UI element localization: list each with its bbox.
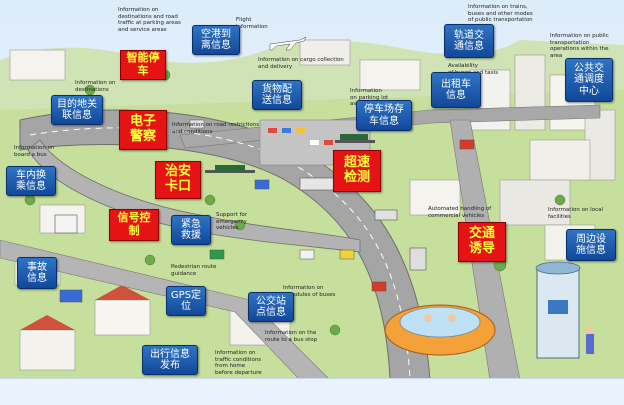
label-surrounding-facility-info: 周边设 施信息	[566, 229, 616, 261]
label-travel-info-release: 出行信息 发布	[142, 345, 198, 375]
note-on-board-bus: Information on board a bus	[14, 145, 55, 158]
label-bus-stop-info: 公交站 点信息	[248, 292, 294, 322]
label-emergency-rescue-text: 紧急 救援	[181, 218, 201, 242]
label-rail-transit-info-text: 轨道交 通信息	[454, 29, 484, 53]
label-taxi-info-text: 出租车 信息	[441, 78, 471, 102]
label-signal-control: 信号控 制	[109, 209, 159, 241]
label-airport-info: 空港到 离信息	[192, 25, 240, 55]
futuristic-car	[384, 304, 496, 356]
label-destination-info: 目的地关 联信息	[51, 95, 103, 125]
label-in-vehicle-transfer-info: 车内换 乘信息	[6, 166, 56, 196]
label-emergency-rescue: 紧急 救援	[171, 215, 211, 245]
label-accident-info-text: 事故 信息	[27, 261, 47, 285]
label-rail-transit-info: 轨道交 通信息	[444, 24, 494, 58]
note-pedestrian-guidance: Pedestrian route guidance	[171, 264, 217, 277]
label-security-checkpoint: 治安 卡口	[155, 161, 201, 199]
label-in-vehicle-transfer-info-text: 车内换 乘信息	[16, 169, 46, 193]
note-flight: Flight information	[236, 17, 268, 30]
label-public-transport-dispatch: 公共交 通调度 中心	[565, 58, 613, 102]
label-cargo-delivery-info: 货物配 送信息	[252, 80, 302, 110]
label-electronic-police: 电子 警察	[119, 110, 167, 150]
label-destination-info-text: 目的地关 联信息	[57, 98, 97, 122]
vehicles	[54, 119, 475, 303]
label-parking-storage-info: 停车场存 车信息	[356, 100, 412, 131]
label-surrounding-facility-info-text: 周边设 施信息	[576, 233, 606, 257]
label-bus-stop-info-text: 公交站 点信息	[256, 295, 286, 319]
note-destinations: Information on destinations	[75, 80, 116, 93]
info-kiosk	[535, 261, 594, 359]
note-emergency-vehicles: Support for emergency vehicles	[216, 212, 248, 232]
label-traffic-guidance-text: 交通 诱导	[468, 226, 495, 256]
label-public-transport-dispatch-text: 公共交 通调度 中心	[574, 62, 604, 97]
label-smart-parking: 智能停 车	[120, 50, 166, 80]
note-cargo: Information on cargo collection and deli…	[258, 57, 344, 70]
footer-band	[0, 378, 624, 405]
note-destinations-road-traffic: Information on destinations and road tra…	[118, 7, 181, 33]
label-cargo-delivery-info-text: 货物配 送信息	[262, 83, 292, 107]
label-electronic-police-text: 电子 警察	[129, 114, 156, 144]
label-security-checkpoint-text: 治安 卡口	[164, 164, 191, 194]
label-signal-control-text: 信号控 制	[117, 211, 151, 237]
label-airport-info-text: 空港到 离信息	[201, 28, 231, 52]
note-trains-buses: Information on trains, buses and other m…	[468, 4, 533, 24]
note-bus-schedules: Information on schedules of buses	[283, 285, 336, 298]
label-accident-info: 事故 信息	[17, 257, 57, 289]
label-gps-positioning-text: GPS定 位	[170, 289, 202, 313]
label-traffic-guidance: 交通 诱导	[458, 222, 506, 262]
note-route-bus-stop: Information on the route to a bus stop	[265, 330, 318, 343]
label-speed-detection: 超速 检测	[333, 150, 381, 192]
label-taxi-info: 出租车 信息	[431, 72, 481, 108]
note-public-transport-ops: Information on public transportation ope…	[550, 33, 609, 59]
label-travel-info-release-text: 出行信息 发布	[150, 348, 190, 372]
note-local-facilities: Information on local facilities	[548, 207, 603, 220]
label-speed-detection-text: 超速 检测	[343, 155, 370, 185]
sign-gantries	[205, 134, 375, 173]
label-gps-positioning: GPS定 位	[166, 286, 206, 316]
note-commercial-vehicles: Automated handling of commercial vehicle…	[428, 206, 492, 219]
label-smart-parking-text: 智能停 车	[126, 51, 160, 77]
label-parking-storage-info-text: 停车场存 车信息	[364, 104, 404, 127]
note-road-restrictions: Information on road restrictions and con…	[172, 122, 260, 135]
airplane-icon	[269, 36, 307, 51]
note-traffic-from-home: Information on traffic conditions from h…	[215, 350, 262, 376]
